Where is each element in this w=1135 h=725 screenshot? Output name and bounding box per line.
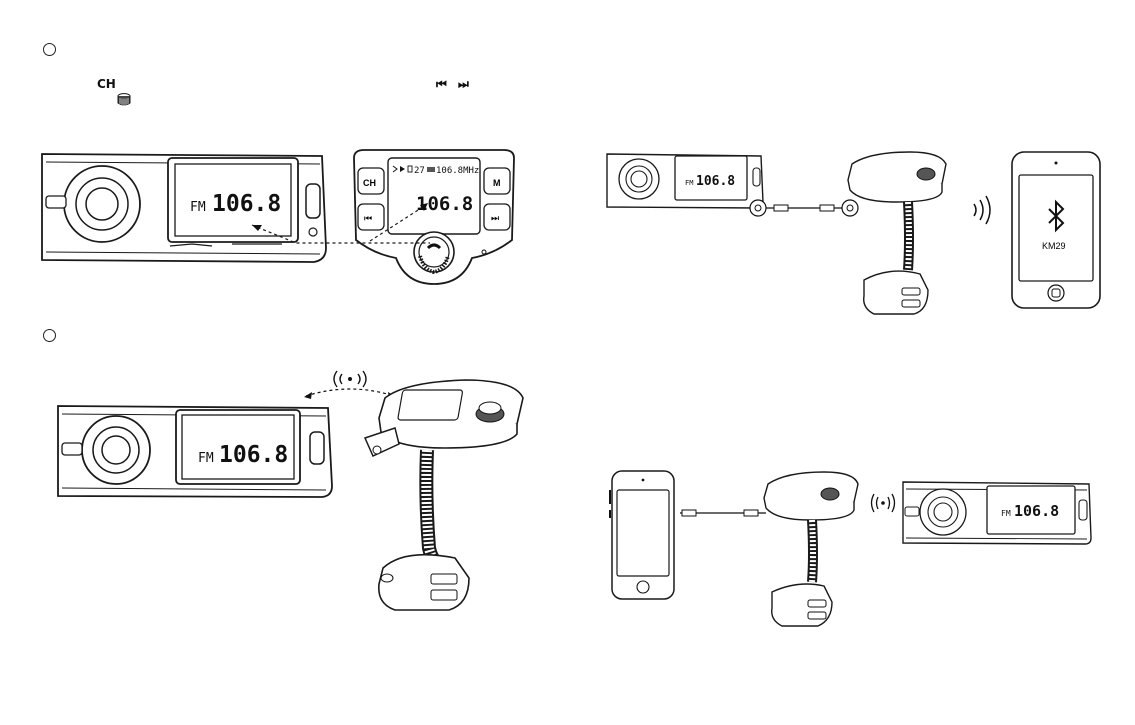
car-radio-aux: FM 106.8 <box>607 152 767 212</box>
radio-band-label-4: FM <box>1001 509 1011 518</box>
btn-next-label: ⏭ <box>491 214 499 224</box>
transmitter-status-number: 27 <box>414 166 425 176</box>
step-marker-1 <box>43 43 56 56</box>
radio-frequency-2: 106.8 <box>219 442 288 468</box>
btn-mode-label: M <box>493 178 501 188</box>
ch-button-icon: CH <box>97 78 116 90</box>
radio-band-label-3: FM <box>685 179 693 187</box>
tuning-knob-icon <box>116 92 132 108</box>
car-radio-step4: FM 106.8 <box>903 480 1093 548</box>
transmitter-step4 <box>758 470 862 632</box>
skip-prev-icon: ⏮ <box>436 78 447 90</box>
radio-frequency-3: 106.8 <box>696 174 735 189</box>
frequency-match-arrows <box>250 195 450 255</box>
step-marker-2 <box>43 329 56 342</box>
transmitter-status-frequency: 106.8MHz <box>436 166 479 176</box>
radio-band-label-2: FM <box>198 451 214 466</box>
fm-signal-waves-2 <box>866 492 900 514</box>
btn-ch-label: CH <box>363 178 376 188</box>
radio-frequency-4: 106.8 <box>1014 502 1059 520</box>
bluetooth-signal-waves <box>968 190 998 230</box>
phone-bluetooth-name: KM29 <box>1042 241 1066 251</box>
radio-band-label: FM <box>190 200 206 215</box>
transmitter-step3 <box>840 150 950 322</box>
aux-cable-step4 <box>678 507 768 519</box>
phone-bluetooth: KM29 <box>1011 151 1101 310</box>
transmitter-gooseneck-step2 <box>365 378 535 633</box>
phone-aux <box>609 470 677 600</box>
car-radio-step2: FM 106.8 <box>58 402 333 502</box>
skip-next-icon: ⏭ <box>458 78 469 90</box>
